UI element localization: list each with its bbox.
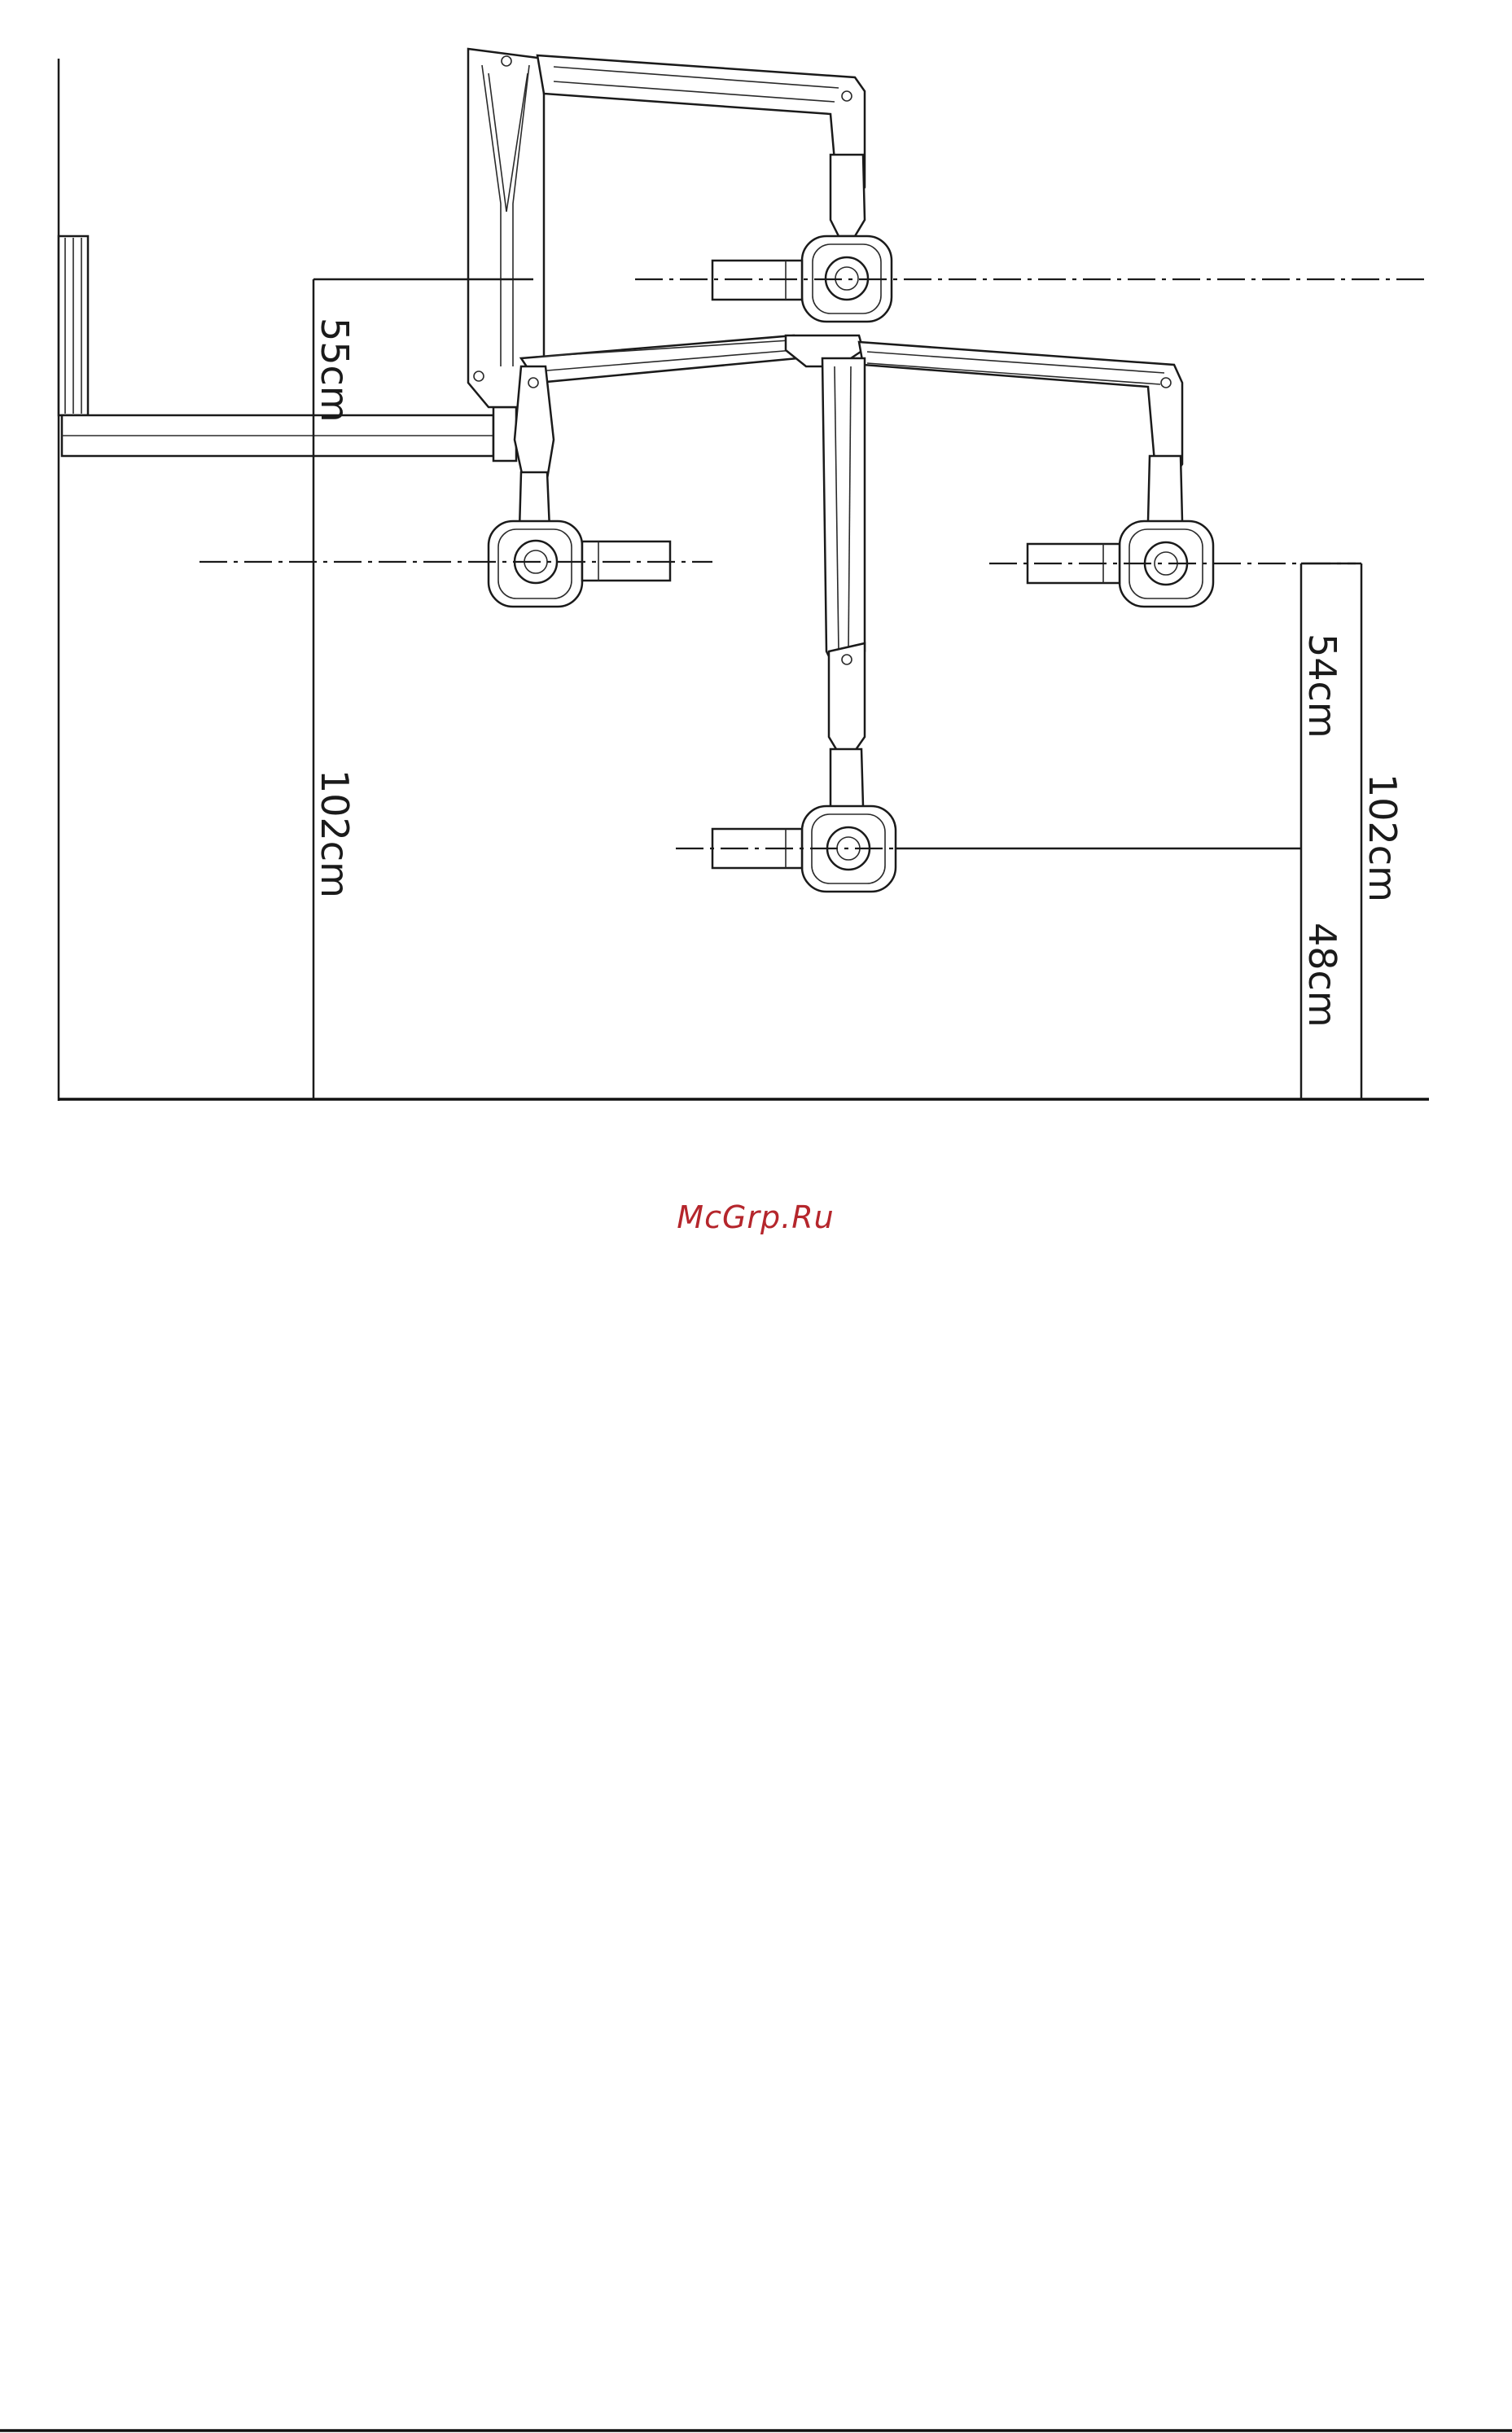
- arm-position-top: [537, 55, 1425, 322]
- arm-position-right: [786, 335, 1356, 607]
- dim-upper-right: 54cm: [1300, 633, 1344, 739]
- right-dimension-lines: 54cm 48cm 102cm: [1300, 563, 1405, 1099]
- dim-upper-left: 55cm: [313, 318, 357, 423]
- wall-bracket: [59, 236, 516, 461]
- dim-total-left: 102cm: [313, 769, 357, 898]
- dim-total-right: 102cm: [1361, 774, 1405, 902]
- vertical-column-arm: [468, 49, 544, 407]
- dim-lower-right: 48cm: [1300, 923, 1344, 1028]
- arm-position-center-down: [676, 358, 1301, 892]
- watermark-text: McGrp.Ru: [677, 1199, 834, 1235]
